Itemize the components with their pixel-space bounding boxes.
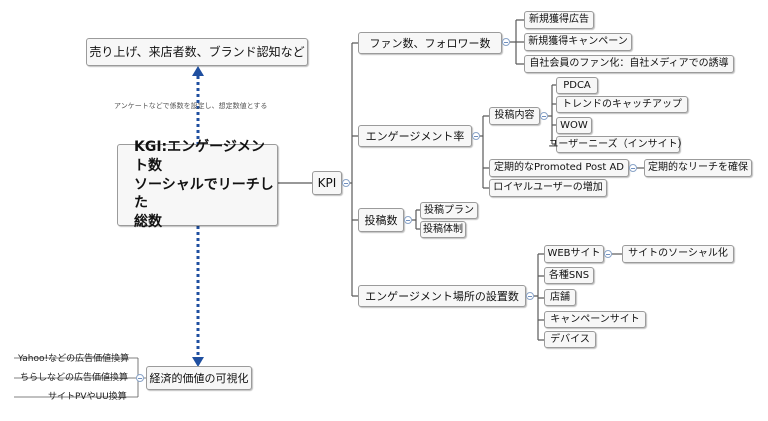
location-label: エンゲージメント場所の設置数 bbox=[365, 289, 519, 303]
up-arrow-head bbox=[192, 66, 204, 76]
location-child-node[interactable]: 店舗 bbox=[544, 289, 576, 306]
fans-child-label: 新規獲得キャンペーン bbox=[528, 36, 628, 47]
promoted-collapse-toggle[interactable] bbox=[629, 164, 637, 172]
fans-child-node[interactable]: 新規獲得広告 bbox=[524, 11, 594, 29]
fans-branch bbox=[510, 19, 524, 65]
posts-child-node[interactable]: 投稿体制 bbox=[420, 221, 466, 238]
engagement-collapse-toggle[interactable] bbox=[472, 132, 480, 140]
post-content-child-node[interactable]: ユーザーニーズ（インサイト） bbox=[548, 136, 688, 153]
kgi-line-1: KGI:エンゲージメント数 bbox=[134, 138, 265, 174]
posts-label: 投稿数 bbox=[364, 213, 398, 227]
loyal-label: ロイヤルユーザーの増加 bbox=[493, 182, 603, 193]
kpi-node[interactable]: KPI bbox=[312, 171, 342, 195]
location-child-node[interactable]: デバイス bbox=[544, 331, 596, 348]
web-label: WEBサイト bbox=[547, 248, 601, 259]
post-content-child-label: PDCA bbox=[563, 79, 591, 91]
location-child-label: 各種SNS bbox=[548, 269, 590, 281]
promoted-node[interactable]: 定期的なPromoted Post AD bbox=[489, 159, 629, 177]
post-content-child-node[interactable]: WOW bbox=[556, 117, 592, 134]
down-arrow-head bbox=[192, 357, 204, 367]
fans-node[interactable]: ファン数、フォロワー数 bbox=[358, 32, 502, 54]
location-node[interactable]: エンゲージメント場所の設置数 bbox=[358, 285, 526, 307]
location-child-node[interactable]: 各種SNS bbox=[544, 267, 594, 284]
kgi-line-2: ソーシャルでリーチした bbox=[134, 176, 274, 212]
fans-collapse-toggle[interactable] bbox=[502, 38, 510, 46]
fans-child-node[interactable]: 自社会員のファン化：自社メディアでの誘導 bbox=[524, 55, 734, 73]
web-node[interactable]: WEBサイト bbox=[544, 245, 604, 263]
kpi-trunk bbox=[350, 42, 358, 297]
location-child-label: デバイス bbox=[550, 333, 590, 345]
posts-collapse-toggle[interactable] bbox=[404, 216, 412, 224]
economic-label: 経済的価値の可視化 bbox=[149, 371, 249, 385]
post-content-node[interactable]: 投稿内容 bbox=[489, 107, 540, 125]
top-note: アンケートなどで係数を設定し、想定数値とする bbox=[114, 102, 268, 110]
post-content-child-label: ユーザーニーズ（インサイト） bbox=[548, 138, 688, 150]
top-goal-label: 売り上げ、来店者数、ブランド認知など bbox=[89, 45, 305, 59]
location-branch bbox=[534, 253, 544, 341]
economic-node[interactable]: 経済的価値の可視化 bbox=[146, 366, 252, 390]
promoted-child-label: 定期的なリーチを確保 bbox=[648, 162, 748, 173]
web-child-node[interactable]: サイトのソーシャル化 bbox=[622, 245, 734, 263]
web-child-label: サイトのソーシャル化 bbox=[628, 248, 728, 259]
top-goal-node[interactable]: 売り上げ、来店者数、ブランド認知など bbox=[86, 38, 308, 66]
location-child-label: 店舗 bbox=[550, 291, 570, 303]
kpi-label: KPI bbox=[317, 176, 337, 190]
fans-child-label: 自社会員のファン化：自社メディアでの誘導 bbox=[529, 58, 729, 69]
promoted-child-node[interactable]: 定期的なリーチを確保 bbox=[644, 159, 752, 177]
promoted-label: 定期的なPromoted Post AD bbox=[494, 162, 624, 173]
kpi-collapse-toggle[interactable] bbox=[342, 179, 350, 187]
posts-child-label: 投稿体制 bbox=[423, 223, 463, 235]
kgi-line-3: 総数 bbox=[134, 214, 162, 231]
location-collapse-toggle[interactable] bbox=[526, 292, 534, 300]
posts-child-node[interactable]: 投稿プラン bbox=[420, 202, 478, 219]
location-child-label: キャンペーンサイト bbox=[550, 313, 640, 325]
posts-child-label: 投稿プラン bbox=[424, 204, 474, 216]
fans-label: ファン数、フォロワー数 bbox=[369, 36, 491, 50]
post-content-child-label: WOW bbox=[560, 119, 588, 131]
economic-child-label[interactable]: Yahoo!などの広告価値換算 bbox=[18, 354, 130, 364]
posts-branch bbox=[412, 209, 420, 230]
post-content-label: 投稿内容 bbox=[494, 110, 535, 121]
economic-collapse-toggle[interactable] bbox=[136, 374, 144, 382]
economic-child-label[interactable]: サイトPVやUU換算 bbox=[48, 392, 127, 402]
fans-child-label: 新規獲得広告 bbox=[529, 14, 589, 25]
engagement-label: エンゲージメント率 bbox=[365, 129, 465, 143]
location-child-node[interactable]: キャンペーンサイト bbox=[544, 311, 646, 328]
post-content-branch bbox=[548, 84, 556, 145]
economic-child-label[interactable]: ちらしなどの広告価値換算 bbox=[20, 373, 129, 383]
engagement-branch bbox=[479, 115, 489, 189]
loyal-node[interactable]: ロイヤルユーザーの増加 bbox=[489, 179, 607, 197]
post-content-collapse-toggle[interactable] bbox=[540, 112, 548, 120]
post-content-child-node[interactable]: トレンドのキャッチアップ bbox=[556, 96, 688, 113]
fans-child-node[interactable]: 新規獲得キャンペーン bbox=[524, 33, 632, 51]
post-content-child-label: トレンドのキャッチアップ bbox=[562, 98, 682, 110]
engagement-node[interactable]: エンゲージメント率 bbox=[358, 125, 472, 147]
kgi-root-node[interactable]: KGI:エンゲージメント数 ソーシャルでリーチした 総数 bbox=[117, 139, 278, 230]
web-collapse-toggle[interactable] bbox=[604, 250, 612, 258]
post-content-child-node[interactable]: PDCA bbox=[556, 77, 598, 94]
posts-node[interactable]: 投稿数 bbox=[358, 208, 404, 232]
